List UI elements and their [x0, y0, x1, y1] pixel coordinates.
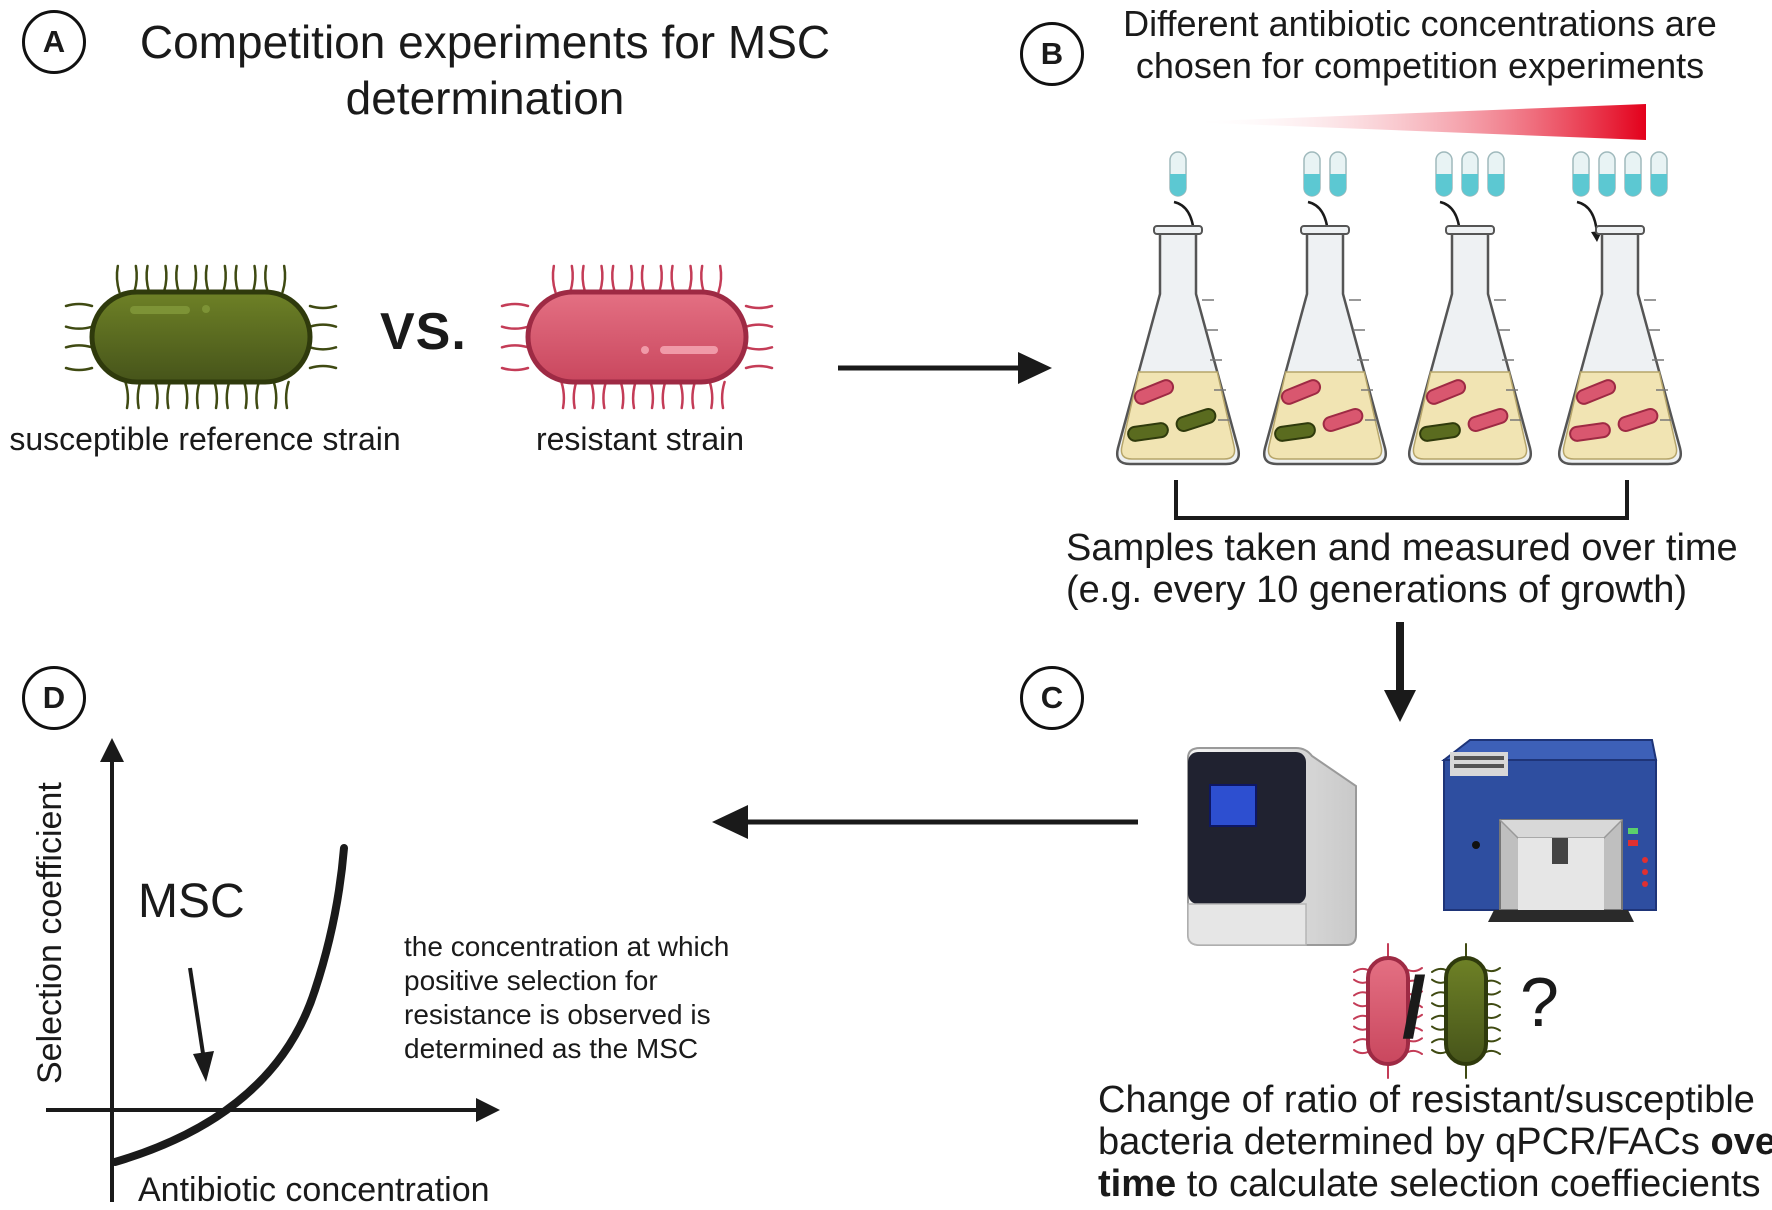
ratio-description-line3-regular: to calculate selection coeffiecients	[1176, 1163, 1761, 1205]
antibiotic-capsule-icon	[1329, 151, 1347, 197]
flask-group	[1116, 151, 1682, 466]
resistant-strain-label: resistant strain	[535, 421, 745, 457]
resistant-bacterium-icon	[1133, 379, 1175, 405]
ratio-description-line1: Change of ratio of resistant/susceptible	[1098, 1079, 1755, 1121]
susceptible-strain-label: susceptible reference strain	[9, 421, 401, 457]
panel-b-letter: B	[1020, 22, 1084, 86]
antibiotic-capsule-icon	[1624, 151, 1642, 197]
antibiotic-capsule-icon	[1572, 151, 1590, 197]
flask-2	[1263, 151, 1387, 466]
resistant-bacterium-icon	[1467, 407, 1509, 433]
msc-note-line4: determined as the MSC	[404, 1033, 699, 1064]
ratio-description-bold-time: time	[1098, 1163, 1177, 1205]
susceptible-bacterium-icon	[1274, 422, 1316, 442]
antibiotic-capsule-icon	[1169, 151, 1187, 197]
sampling-bracket	[1174, 480, 1629, 520]
selection-plot	[46, 738, 500, 1202]
msc-note-line3: resistance is observed is	[404, 999, 711, 1030]
resistant-bacterium-icon	[1280, 379, 1322, 405]
msc-note-line2: positive selection for	[404, 965, 658, 996]
antibiotic-capsule-icon	[1435, 151, 1453, 197]
antibiotic-capsule-icon	[1461, 151, 1479, 197]
antibiotic-capsule-icon	[1487, 151, 1505, 197]
arrow-a-to-b	[838, 352, 1052, 384]
x-axis-label: Antibiotic concentration	[138, 1171, 490, 1209]
antibiotic-capsule-icon	[1650, 151, 1668, 197]
ratio-description-line2-regular: bacteria determined by qPCR/FACs	[1098, 1121, 1711, 1163]
flask-3	[1408, 151, 1532, 466]
resistant-bacterium-icon	[500, 264, 774, 410]
arrow-c-to-d	[712, 805, 1138, 839]
facs-machine-icon	[1441, 739, 1658, 922]
ratio-resistant-bacterium-icon	[1353, 943, 1423, 1079]
growth-medium	[1562, 371, 1678, 460]
msc-note-line1: the concentration at which	[404, 931, 730, 962]
susceptible-bacterium-icon	[1419, 422, 1461, 442]
concentration-gradient-wedge	[1186, 104, 1646, 140]
selection-curve	[111, 844, 348, 1166]
samples-text-line2: (e.g. every 10 generations of growth)	[1066, 569, 1688, 611]
panel-c-letter: C	[1020, 666, 1084, 730]
panel-d-letter: D	[22, 666, 86, 730]
growth-medium	[1120, 371, 1236, 460]
growth-medium	[1267, 371, 1383, 460]
susceptible-bacterium-icon	[1127, 422, 1169, 442]
panel-a-title-line2: determination	[345, 72, 625, 124]
ratio-description-bold-over: over	[1710, 1121, 1772, 1163]
ratio-description-line2: bacteria determined by qPCR/FACs over	[1098, 1120, 1772, 1164]
ratio-question-mark: ?	[1520, 963, 1559, 1041]
resistant-bacterium-icon	[1575, 379, 1617, 405]
ratio-slash: /	[1402, 960, 1426, 1056]
panel-b-title-line2: chosen for competition experiments	[1135, 45, 1705, 86]
susceptible-bacterium-icon	[1175, 407, 1217, 433]
samples-text-line1: Samples taken and measured over time	[1066, 527, 1738, 569]
ratio-susceptible-bacterium-icon	[1431, 943, 1501, 1079]
flask-4	[1558, 151, 1682, 466]
panel-a-title-line1: Competition experiments for MSC	[139, 16, 831, 68]
versus-text: VS.	[380, 303, 467, 361]
msc-pointer-arrow	[188, 967, 206, 1061]
panel-a-letter: A	[22, 10, 86, 74]
antibiotic-capsule-icon	[1303, 151, 1321, 197]
antibiotic-capsule-icon	[1598, 151, 1616, 197]
arrow-b-to-c	[1384, 622, 1416, 722]
ratio-description-line3: time to calculate selection coeffiecient…	[1098, 1162, 1761, 1206]
resistant-bacterium-icon	[1617, 407, 1659, 433]
resistant-bacterium-icon	[1322, 407, 1364, 433]
resistant-bacterium-icon	[1425, 379, 1467, 405]
flask-1	[1116, 151, 1240, 466]
capsule-drop-arrow	[1576, 200, 1599, 235]
msc-label: MSC	[138, 875, 245, 928]
susceptible-bacterium-icon	[64, 264, 338, 410]
qpcr-machine-icon	[1187, 747, 1357, 946]
growth-medium	[1412, 371, 1528, 460]
resistant-bacterium-icon	[1569, 422, 1611, 442]
y-axis-label: Selection coefficient	[31, 782, 69, 1084]
panel-b-title-line1: Different antibiotic concentrations are	[1123, 3, 1717, 44]
